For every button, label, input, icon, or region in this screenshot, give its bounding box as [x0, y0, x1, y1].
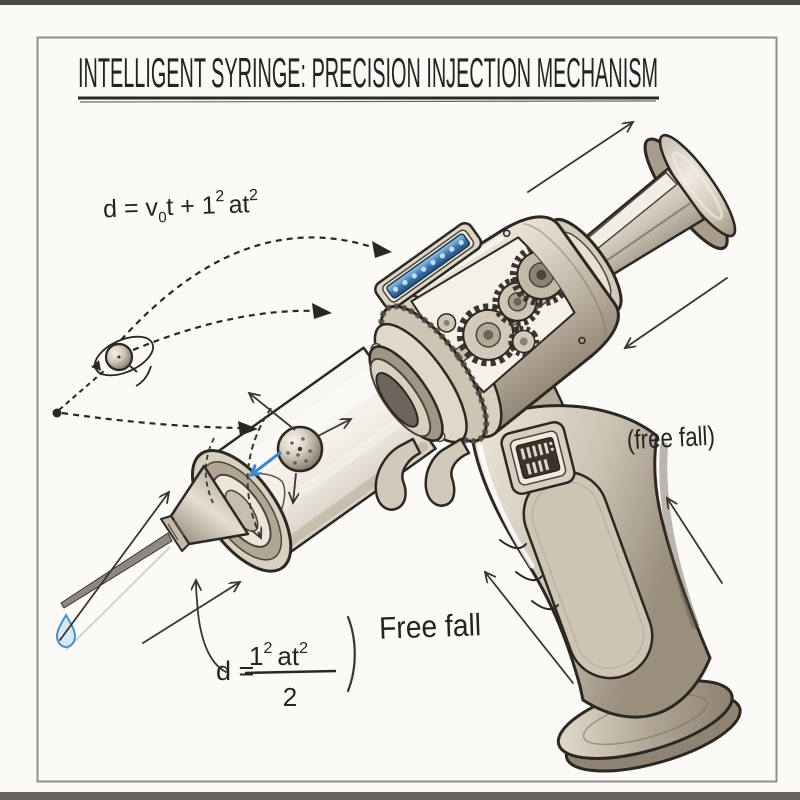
page-title: INTELLIGENT SYRINGE: PRECISION INJECTION…	[78, 49, 658, 96]
formula-right-paren	[346, 615, 356, 693]
formula-freefall-den: 2	[283, 682, 297, 712]
needle-assembly	[60, 464, 250, 609]
formula-freefall-atsup: 2	[299, 640, 308, 657]
annotation-arrows	[59, 122, 728, 693]
orbit-ball	[91, 335, 154, 387]
arrow-barrel-bottom	[142, 582, 240, 644]
barrel-front-rim	[190, 449, 293, 573]
label-free-fall: Free fall	[378, 607, 481, 646]
formula-projectile-sup2: 2	[249, 187, 259, 204]
display-led-dots	[392, 239, 464, 292]
plunger-rod	[572, 167, 706, 284]
formula-freefall-numsup: 2	[263, 640, 272, 657]
arrow-plunger-in	[625, 277, 728, 348]
digital-display	[374, 222, 483, 311]
dashed-trajectory-low	[61, 411, 244, 430]
keypad-panel	[500, 421, 576, 495]
formula-projectile-at: at	[228, 190, 250, 219]
arrow-plunger-out	[527, 122, 633, 193]
housing-seam	[523, 223, 607, 339]
origin-dot	[52, 408, 62, 418]
gear-teeth-ring	[378, 303, 490, 445]
formula-freefall-lead: d =	[216, 656, 254, 686]
formula-freefall-at: at	[277, 641, 299, 671]
formula-projectile-sub: 0	[158, 209, 167, 226]
needle	[60, 532, 173, 609]
dashed-trajectory-high	[120, 236, 379, 341]
grip-shadow	[659, 442, 699, 629]
arrow-grip-left	[485, 572, 574, 684]
barrel-motion-annotations	[204, 393, 351, 538]
trigger	[374, 437, 471, 511]
formula-freefall-num: 1	[249, 641, 263, 671]
grip-highlight	[477, 443, 535, 569]
bottom-edge-strip	[0, 792, 800, 800]
trajectory-diagram	[52, 236, 392, 436]
needle-shadow-line	[65, 546, 171, 651]
arrow-needle	[59, 492, 169, 641]
arrow-formula-leader	[196, 580, 227, 673]
arrow-ball-blue	[251, 450, 282, 475]
label-free-fall-note: (free fall)	[626, 421, 715, 456]
dashed-cross-section-arc	[246, 407, 272, 538]
keypad-segments	[520, 441, 554, 475]
screw-dot	[502, 229, 511, 238]
border-frame	[36, 36, 778, 783]
bearing-collar	[368, 303, 490, 445]
arrow-ball-up	[249, 393, 296, 431]
pistol-grip	[466, 354, 742, 773]
title-block: INTELLIGENT SYRINGE: PRECISION INJECTION…	[78, 49, 659, 103]
formula-projectile-sup1: 2	[215, 188, 225, 205]
display-screen	[386, 233, 471, 299]
projectile-ball	[276, 425, 324, 473]
screw-dot	[578, 336, 586, 345]
formula-projectile-mid: t + 1	[166, 191, 216, 221]
top-edge-strip	[0, 0, 800, 5]
dashed-trajectory-mid	[132, 309, 319, 352]
arrow-ball-collar	[317, 419, 351, 437]
arrow-ball-down	[293, 472, 296, 503]
arrow-grip-right	[667, 498, 723, 584]
formula-projectile-lead: d = v	[103, 193, 159, 223]
grip-ridges	[499, 539, 559, 611]
fraction-bar	[244, 669, 337, 675]
